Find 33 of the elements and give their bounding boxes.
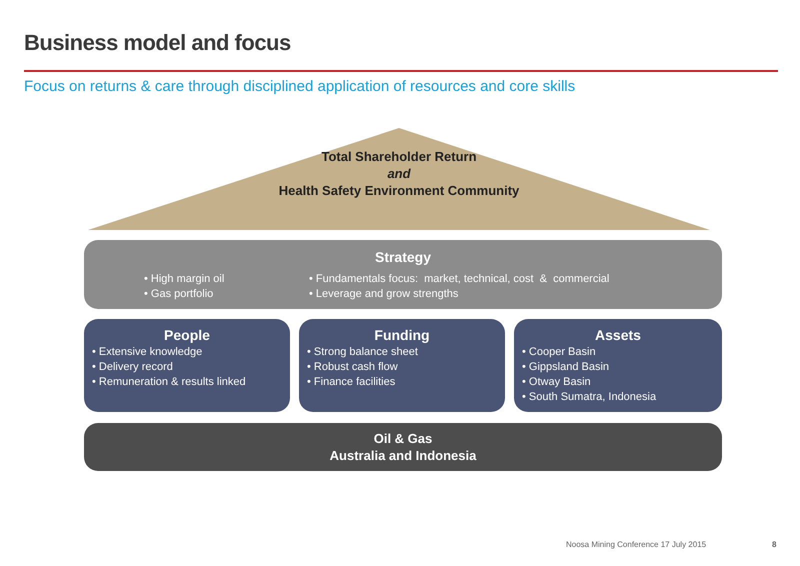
foundation-band — [84, 423, 722, 471]
pillar-box — [84, 319, 290, 412]
roof-heading: Total Shareholder Return — [320, 148, 478, 165]
strategy-band — [84, 240, 722, 309]
page-title: Business model and focus — [24, 30, 291, 56]
bullet-item: • Cooper Basin — [522, 345, 597, 360]
box-heading: People — [163, 326, 211, 343]
base-text: Australia and Indonesia — [328, 447, 478, 464]
bullet-item: • High margin oil — [144, 272, 226, 287]
bullet-item: • South Sumatra, Indonesia — [522, 390, 658, 405]
roof-heading: Health Safety Environment Community — [278, 182, 520, 199]
connector-word: and — [386, 165, 412, 182]
footer-text: Noosa Mining Conference 17 July 2015 — [566, 540, 706, 549]
box-heading: Assets — [594, 326, 642, 343]
bullet-item: • Otway Basin — [522, 375, 592, 390]
bullet-item: • Strong balance sheet — [307, 345, 419, 360]
bullet-item: • Leverage and grow strengths — [309, 287, 460, 302]
bullet-item: • Gippsland Basin — [522, 360, 610, 375]
subtitle: Focus on returns & care through disciplined application of resources and core skills — [24, 78, 576, 95]
bullet-item: • Robust cash flow — [307, 360, 399, 375]
bullet-item: • Remuneration & results linked — [92, 375, 247, 390]
base-text: Oil & Gas — [372, 430, 434, 447]
box-heading: Strategy — [374, 248, 432, 265]
pillar-box — [514, 319, 722, 412]
box-heading: Funding — [373, 326, 431, 343]
roof-triangle — [88, 128, 710, 230]
bullet-item: • Extensive knowledge — [92, 345, 204, 360]
bullet-item: • Finance facilities — [307, 375, 396, 390]
bullet-item: • Fundamentals focus: market, technical, cost & commercial — [309, 272, 610, 287]
bullet-item: • Gas portfolio — [144, 287, 214, 302]
pillar-box — [299, 319, 505, 412]
bullet-item: • Delivery record — [92, 360, 174, 375]
page-number: 8 — [772, 540, 776, 549]
